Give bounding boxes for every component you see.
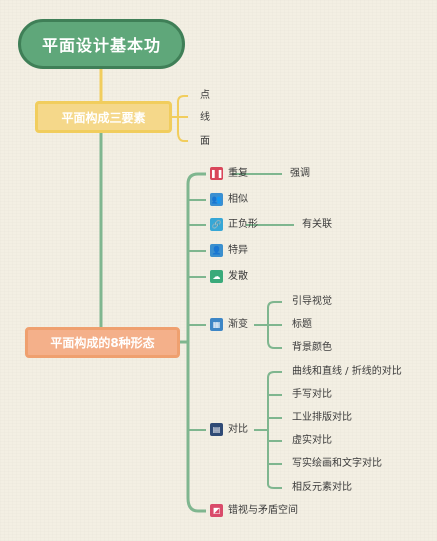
form-label-illusion: 错视与矛盾空间 <box>228 505 298 516</box>
form-label-repeat: 重复 <box>228 168 248 179</box>
sub-handwriting[interactable]: 手写对比 <box>292 389 332 400</box>
sub-related[interactable]: 有关联 <box>302 219 332 230</box>
sub-opposite-elements[interactable]: 相反元素对比 <box>292 482 352 493</box>
split-icon: ◩ <box>210 504 223 517</box>
form-label-contrast: 对比 <box>228 424 248 435</box>
sub-guide-vision[interactable]: 引导视觉 <box>292 296 332 307</box>
sunrise-icon: ☁ <box>210 270 223 283</box>
photo-card-icon: ▤ <box>210 423 223 436</box>
branch-forms[interactable]: 平面构成的8种形态 <box>25 327 180 358</box>
pause-bars-icon: ❚❚ <box>210 167 224 180</box>
branch-elements[interactable]: 平面构成三要素 <box>35 101 172 133</box>
branch-forms-label: 平面构成的8种形态 <box>50 336 155 350</box>
form-label-positive-negative: 正负形 <box>228 219 258 230</box>
element-plane[interactable]: 面 <box>200 136 210 147</box>
sub-title[interactable]: 标题 <box>292 319 312 330</box>
link-icon: 🔗 <box>210 218 223 231</box>
root-node[interactable]: 平面设计基本功 <box>18 19 185 69</box>
form-label-gradient: 渐变 <box>228 319 248 330</box>
two-people-icon: 👥 <box>210 193 223 206</box>
branch-elements-label: 平面构成三要素 <box>61 110 146 125</box>
sub-emphasis[interactable]: 强调 <box>290 168 310 179</box>
form-label-special: 特异 <box>228 245 248 256</box>
sub-virtual-real[interactable]: 虚实对比 <box>292 435 332 446</box>
element-point[interactable]: 点 <box>200 90 210 101</box>
picture-icon: ▦ <box>210 318 223 331</box>
element-line[interactable]: 线 <box>200 112 210 123</box>
form-label-similar: 相似 <box>228 194 248 205</box>
sub-painting-text[interactable]: 写实绘画和文字对比 <box>292 458 382 469</box>
sub-background-color[interactable]: 背景颜色 <box>292 342 332 353</box>
person-icon: 👤 <box>210 244 223 257</box>
sub-curve-line[interactable]: 曲线和直线 / 折线的对比 <box>292 366 402 377</box>
form-label-radiate: 发散 <box>228 271 248 282</box>
root-label: 平面设计基本功 <box>41 36 161 55</box>
sub-industrial-layout[interactable]: 工业排版对比 <box>292 412 352 423</box>
